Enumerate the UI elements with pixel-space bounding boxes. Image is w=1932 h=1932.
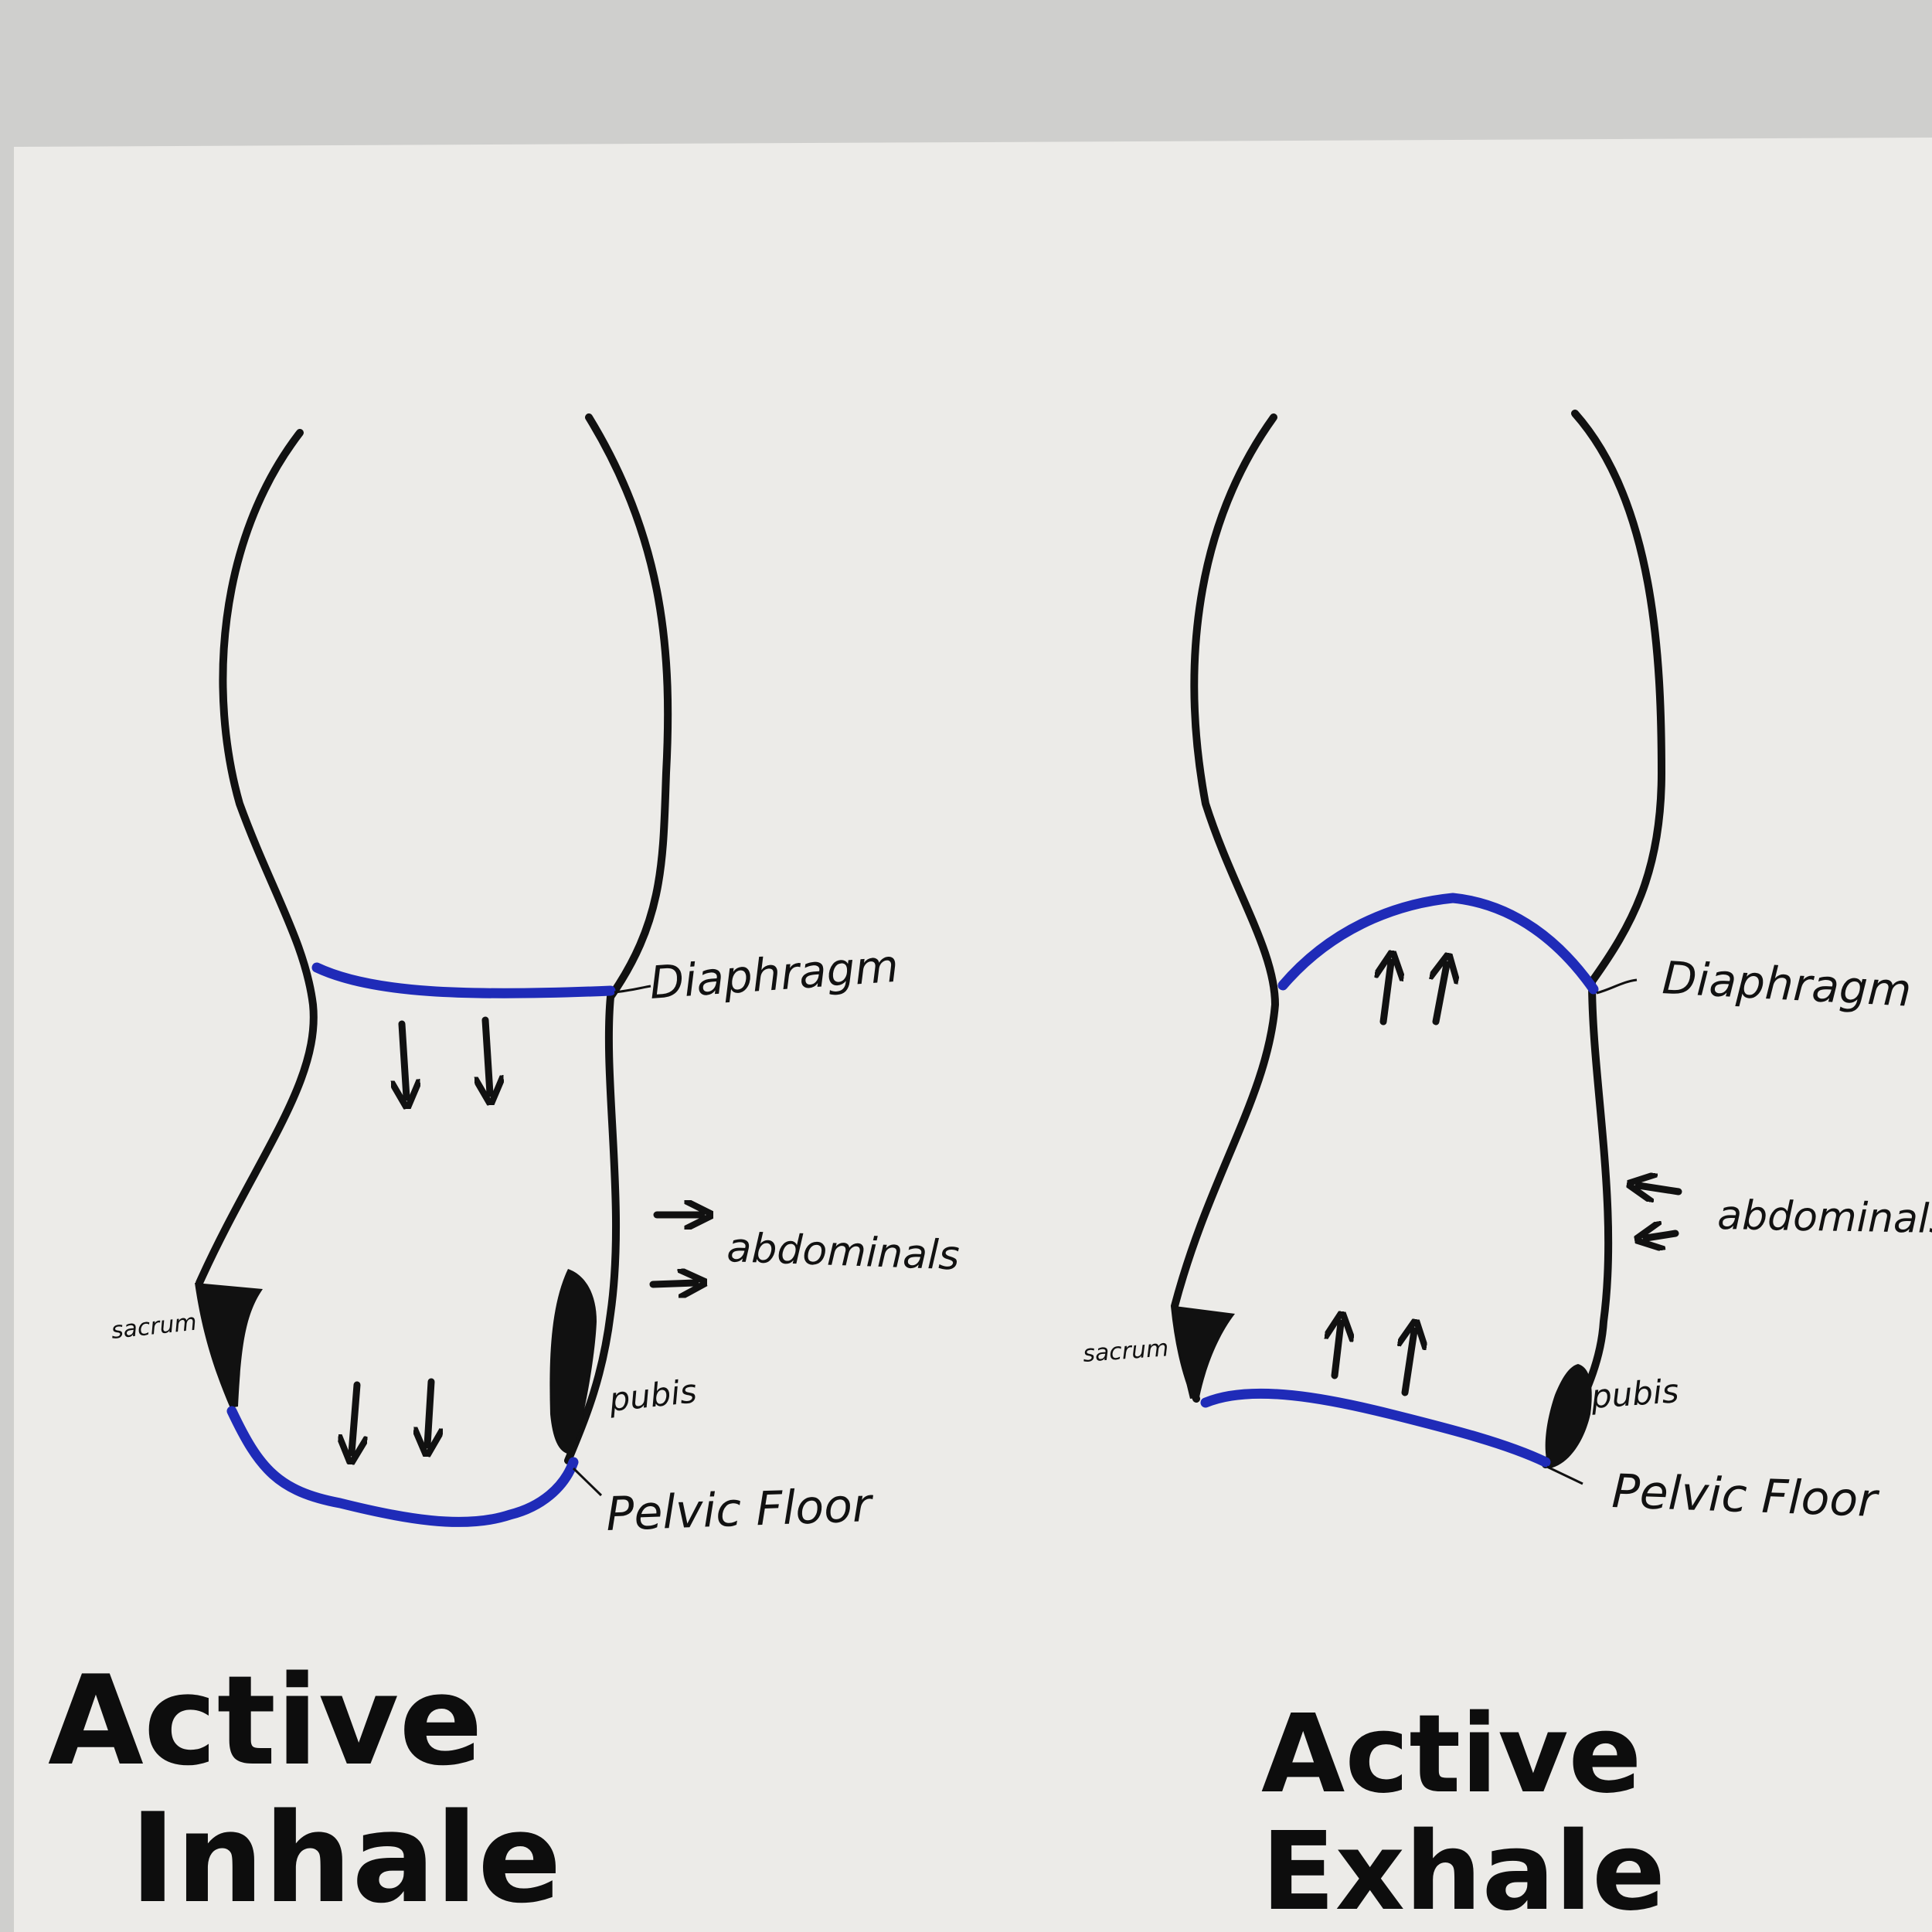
inhale-diagram: Diaphragm sacrum pubis Pelvic Floor abdo…	[48, 413, 961, 1930]
inhale-torso-right-wall	[564, 413, 672, 1464]
inhale-diaphragm-line	[311, 962, 616, 998]
arrow-down-icon	[485, 1016, 490, 1094]
exhale-pubis-shape	[1545, 1364, 1592, 1468]
inhale-torso-left-wall	[196, 429, 318, 1287]
arrow-up-icon	[1335, 1323, 1341, 1379]
exhale-pubis-label: pubis	[1589, 1372, 1680, 1416]
arrow-up-icon	[1383, 962, 1391, 1026]
exhale-diaphragm-label: Diaphragm	[1661, 951, 1913, 1017]
exhale-diagram: Diaphragm sacrum pubis Pelvic Floor abdo…	[1082, 410, 1932, 1932]
exhale-title-line2: Exhale	[1261, 1809, 1665, 1932]
arrow-up-icon	[1405, 1331, 1414, 1396]
exhale-pelvic-floor-line	[1200, 1388, 1551, 1468]
exhale-title-line1: Active	[1261, 1692, 1641, 1818]
arrow-up-icon	[1436, 964, 1447, 1026]
inhale-pelvic-floor-leader	[572, 1467, 603, 1497]
inhale-sacrum-shape	[195, 1283, 263, 1408]
exhale-torso-right-wall	[1542, 410, 1666, 1468]
arrow-left-icon	[1646, 1233, 1679, 1238]
inhale-diaphragm-leader	[614, 985, 651, 994]
exhale-sacrum-label: sacrum	[1082, 1335, 1169, 1368]
inhale-title-line2: Inhale	[130, 1786, 562, 1930]
exhale-sacrum-shape	[1175, 1306, 1235, 1399]
inhale-pubis-shape	[549, 1269, 597, 1454]
paper-sheet	[14, 138, 1932, 1932]
inhale-pubis-label: pubis	[607, 1372, 699, 1419]
inhale-pelvic-floor-label: Pelvic Floor	[605, 1478, 875, 1542]
arrow-down-icon	[402, 1020, 406, 1097]
arrow-down-icon	[352, 1381, 357, 1453]
inhale-pelvic-floor-line	[226, 1406, 579, 1527]
arrow-left-icon	[1638, 1185, 1682, 1192]
exhale-pelvic-floor-label: Pelvic Floor	[1611, 1464, 1880, 1528]
exhale-pelvic-floor-leader	[1546, 1465, 1583, 1485]
inhale-abdominals-label: abdominals	[726, 1225, 961, 1279]
exhale-diaphragm-leader	[1596, 978, 1638, 995]
arrow-right-icon	[649, 1283, 696, 1284]
exhale-abdominals-label: abdominals	[1717, 1192, 1932, 1243]
exhale-diaphragm-line	[1277, 893, 1599, 995]
arrow-down-icon	[427, 1378, 431, 1445]
inhale-title-line1: Active	[48, 1648, 483, 1793]
